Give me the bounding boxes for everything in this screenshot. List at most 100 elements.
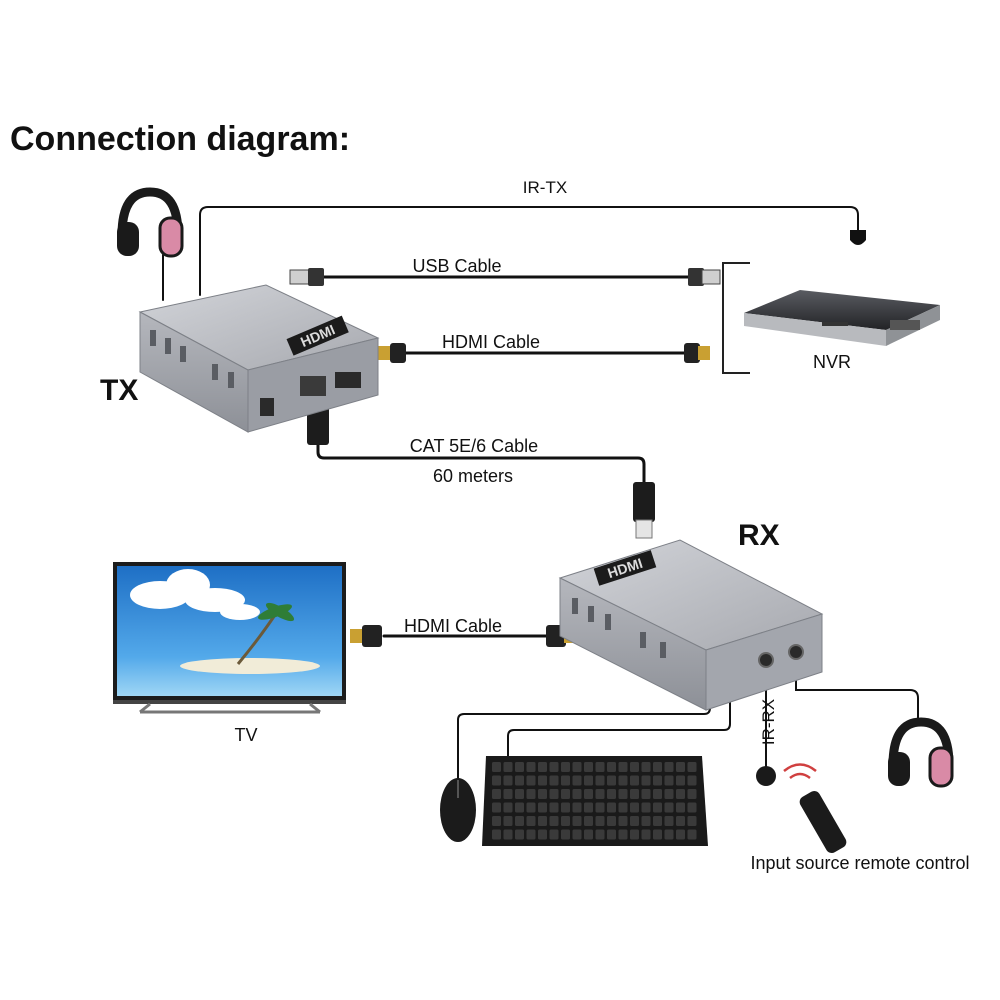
- keyboard-key: [503, 816, 513, 826]
- tx-label: TX: [100, 374, 138, 407]
- keyboard-key: [572, 829, 582, 840]
- keyboard-key: [676, 829, 685, 840]
- tv-label: TV: [234, 725, 257, 745]
- nvr-device: [744, 290, 940, 346]
- keyboard-key: [549, 802, 559, 813]
- keyboard-key: [584, 775, 593, 786]
- keyboard-key: [653, 789, 662, 799]
- keyboard-key: [584, 816, 593, 826]
- keyboard-key: [653, 816, 662, 826]
- usb-plug-left: [289, 268, 324, 286]
- keyboard-key: [515, 762, 524, 772]
- keyboard-key: [687, 762, 697, 772]
- keyboard-key: [515, 816, 524, 826]
- keyboard-key: [653, 829, 662, 840]
- keyboard-key: [664, 789, 674, 799]
- keyboard-key: [676, 775, 685, 786]
- keyboard-key: [561, 775, 570, 786]
- keyboard-key: [538, 789, 547, 799]
- keyboard-key: [538, 816, 547, 826]
- keyboard-key: [561, 829, 570, 840]
- keyboard-key: [630, 789, 639, 799]
- keyboard-key: [641, 762, 651, 772]
- keyboard-key: [526, 775, 536, 786]
- keyboard-key: [503, 829, 513, 840]
- keyboard-key: [595, 775, 605, 786]
- keyboard-key: [515, 775, 524, 786]
- keyboard-key: [630, 829, 639, 840]
- keyboard-key: [595, 789, 605, 799]
- tx-headphones-icon: [117, 187, 184, 258]
- keyboard-key: [492, 802, 501, 813]
- nvr-bracket: [722, 262, 750, 374]
- keyboard-key: [653, 775, 662, 786]
- hdmi-plug-bottom-left: [350, 625, 382, 647]
- keyboard-key: [492, 816, 501, 826]
- keyboard-key: [607, 829, 616, 840]
- keyboard-key: [607, 762, 616, 772]
- tx-device: HDMI: [138, 284, 380, 433]
- keyboard-key: [572, 789, 582, 799]
- keyboard-key: [526, 802, 536, 813]
- keyboard-key: [572, 802, 582, 813]
- keyboard-key: [584, 802, 593, 813]
- keyboard-key: [538, 829, 547, 840]
- keyboard-key: [676, 789, 685, 799]
- keyboard-key: [630, 775, 639, 786]
- keyboard-key: [687, 816, 697, 826]
- cat-plug-rx: [633, 482, 655, 539]
- keyboard-key: [492, 775, 501, 786]
- mouse-cable: [457, 689, 711, 779]
- keyboard-key: [664, 802, 674, 813]
- keyboard-key: [618, 816, 628, 826]
- keyboard-key: [561, 789, 570, 799]
- cat-cable: [316, 443, 646, 484]
- keyboard-key: [526, 789, 536, 799]
- hdmi-plug-top-left: [378, 343, 406, 363]
- remote-control-icon: [783, 763, 847, 854]
- ir-rx-sensor: [756, 766, 776, 786]
- cat-cable-label: CAT 5E/6 Cable: [410, 436, 538, 456]
- remote-caption: Input source remote control: [750, 853, 969, 873]
- tv-device: [113, 562, 346, 714]
- keyboard-key: [641, 816, 651, 826]
- keyboard-cable: [507, 689, 731, 757]
- keyboard-key: [595, 816, 605, 826]
- keyboard-key: [515, 829, 524, 840]
- keyboard-key: [641, 775, 651, 786]
- keyboard-key: [676, 816, 685, 826]
- ir-tx-sensor: [850, 230, 866, 245]
- keyboard-key: [687, 789, 697, 799]
- keyboard-key: [618, 802, 628, 813]
- keyboard-key: [538, 802, 547, 813]
- keyboard-key: [595, 802, 605, 813]
- keyboard-key: [641, 789, 651, 799]
- keyboard-key: [676, 762, 685, 772]
- keyboard-key: [503, 802, 513, 813]
- distance-label: 60 meters: [433, 466, 513, 486]
- nvr-label: NVR: [813, 352, 851, 372]
- keyboard-key: [641, 802, 651, 813]
- keyboard-key: [653, 762, 662, 772]
- tv-stand: [139, 702, 321, 714]
- keyboard-key: [538, 762, 547, 772]
- keyboard-key: [492, 789, 501, 799]
- palm-tree-icon: [236, 614, 277, 665]
- keyboard-key: [641, 829, 651, 840]
- keyboard-key: [595, 762, 605, 772]
- keyboard-key: [549, 762, 559, 772]
- rx-label: RX: [738, 519, 780, 552]
- keyboard-key: [584, 789, 593, 799]
- keyboard-key: [538, 775, 547, 786]
- keyboard-key: [492, 762, 501, 772]
- keyboard-key: [526, 762, 536, 772]
- keyboard-key: [595, 829, 605, 840]
- keyboard-key: [549, 775, 559, 786]
- keyboard-key: [515, 802, 524, 813]
- keyboard-key: [618, 829, 628, 840]
- keyboard-key: [503, 762, 513, 772]
- keyboard-key: [584, 829, 593, 840]
- keyboard-key: [653, 802, 662, 813]
- usb-plug-right: [688, 268, 721, 286]
- keyboard-key: [492, 829, 501, 840]
